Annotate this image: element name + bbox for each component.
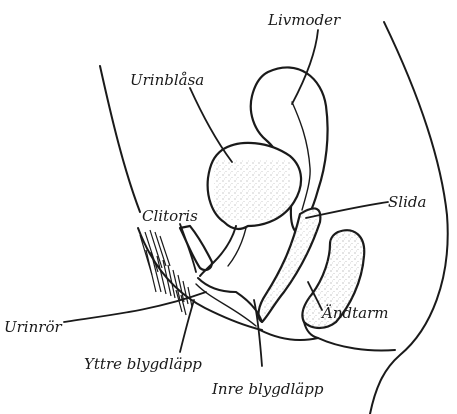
label-labia-majora: Yttre blygdläpp [84, 355, 202, 373]
urethra-inner [228, 228, 246, 266]
pubic-bone [180, 226, 212, 270]
leader-urethra [64, 292, 206, 322]
label-uterus: Livmoder [267, 11, 341, 29]
back-outline [370, 22, 448, 414]
bladder-stipple [214, 160, 290, 220]
label-vagina: Slida [388, 193, 426, 211]
label-labia-minora: Inre blygdläpp [211, 380, 324, 398]
leader-labia-majora [180, 300, 194, 352]
labia-minora-outline [198, 278, 262, 322]
pubic-hair-hatching [140, 230, 192, 315]
label-urethra: Urinrör [4, 318, 62, 336]
perineum-outline [260, 330, 395, 351]
vestibule-line [196, 284, 256, 326]
label-rectum: Ändtarm [320, 304, 388, 322]
label-clitoris: Clitoris [142, 207, 198, 225]
label-bladder: Urinblåsa [130, 71, 204, 89]
